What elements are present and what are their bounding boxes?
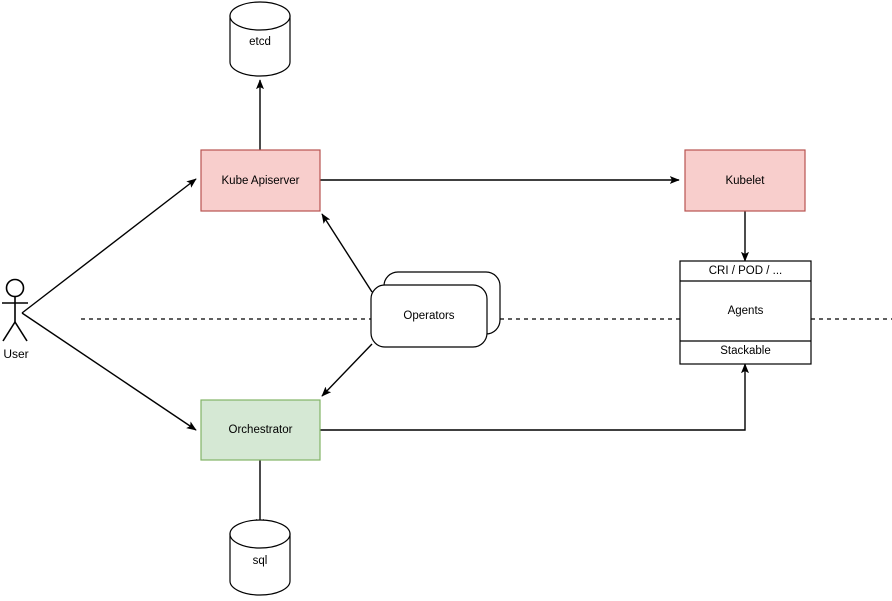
node-sql[interactable]: sql: [229, 519, 291, 596]
node-agents-stack[interactable]: CRI / POD / ... Agents Stackable: [679, 260, 812, 365]
node-operators-label: Operators: [403, 310, 454, 322]
actor-user[interactable]: User: [2, 278, 29, 362]
edge-user-to-orchestrator: [21, 312, 197, 431]
edge-operators-to-orchestrator: [321, 343, 373, 397]
node-operators[interactable]: Operators: [370, 271, 501, 348]
node-kubelet[interactable]: Kubelet: [684, 149, 806, 212]
node-kubelet-label: Kubelet: [725, 175, 765, 187]
node-etcd[interactable]: etcd: [229, 1, 291, 77]
node-etcd-label: etcd: [249, 36, 271, 48]
node-orchestrator-label: Orchestrator: [229, 424, 293, 436]
edge-user-to-kube-apiserver: [21, 178, 197, 314]
node-kube-apiserver[interactable]: Kube Apiserver: [200, 149, 321, 212]
agents-stack-footer-label: Stackable: [720, 345, 771, 357]
edge-orchestrator-to-stackable: [320, 363, 749, 431]
actor-user-label: User: [3, 347, 28, 361]
node-sql-label: sql: [253, 555, 268, 567]
edge-operators-to-kube-apiserver: [321, 213, 373, 293]
agents-stack-header-label: CRI / POD / ...: [709, 265, 782, 277]
node-kube-apiserver-label: Kube Apiserver: [222, 175, 300, 187]
agents-stack-body-label: Agents: [728, 305, 764, 317]
node-orchestrator[interactable]: Orchestrator: [200, 399, 321, 461]
